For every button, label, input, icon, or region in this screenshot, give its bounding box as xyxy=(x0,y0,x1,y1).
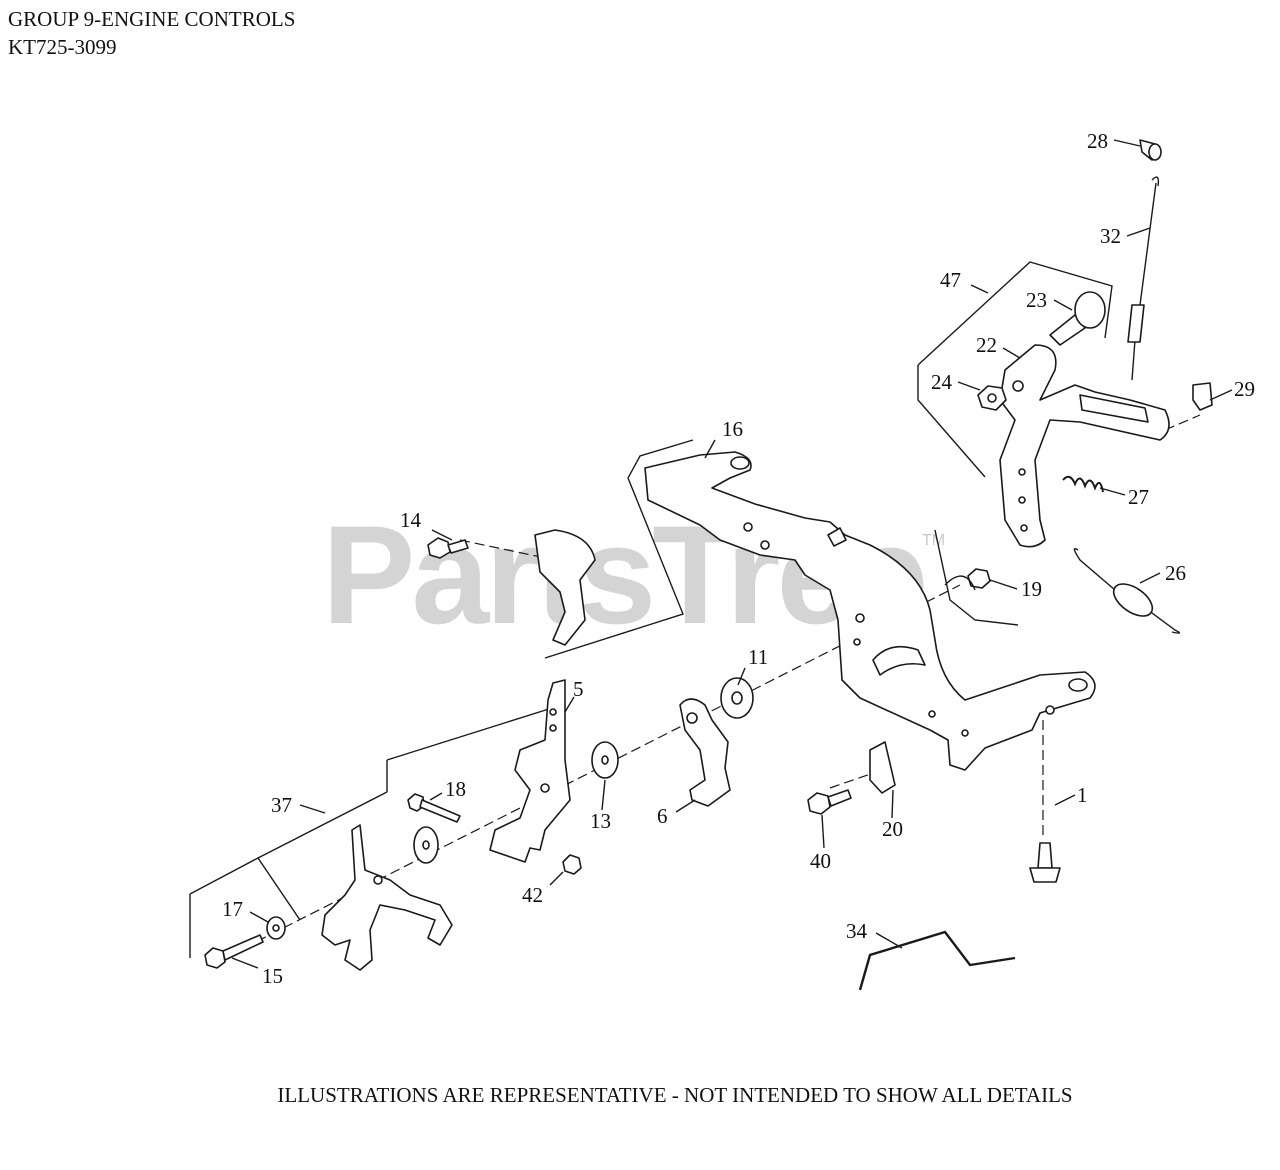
callout-28: 28 xyxy=(1087,129,1108,153)
part-32-cable xyxy=(1127,176,1160,381)
part-37-lever xyxy=(321,824,453,971)
part-28-bushing xyxy=(1139,139,1162,161)
callout-15: 15 xyxy=(262,964,283,988)
callout-16: 16 xyxy=(722,417,743,441)
group-bracket-47 xyxy=(917,261,1113,366)
callout-24: 24 xyxy=(931,370,953,394)
callout-5: 5 xyxy=(573,677,584,701)
part-15-bolt xyxy=(204,934,264,969)
callout-1: 1 xyxy=(1077,783,1088,807)
callout-22: 22 xyxy=(976,333,997,357)
callout-23: 23 xyxy=(1026,288,1047,312)
callout-26: 26 xyxy=(1165,561,1186,585)
callout-14: 14 xyxy=(400,508,422,532)
disclaimer-note: ILLUSTRATIONS ARE REPRESENTATIVE - NOT I… xyxy=(277,1083,1073,1107)
page-title: GROUP 9-ENGINE CONTROLS xyxy=(8,7,296,31)
part-18-bolt xyxy=(407,793,461,823)
part-14-bolt xyxy=(427,537,469,559)
callout-11: 11 xyxy=(748,645,768,669)
group-bracket-16 xyxy=(544,439,694,659)
callout-37: 37 xyxy=(271,793,292,817)
callout-32: 32 xyxy=(1100,224,1121,248)
part-47-throttle-lever xyxy=(999,344,1170,548)
part-23-knob xyxy=(1049,291,1106,346)
part-27-spring xyxy=(1062,475,1104,493)
callout-17: 17 xyxy=(222,897,243,921)
callout-40: 40 xyxy=(810,849,831,873)
callout-42: 42 xyxy=(522,883,543,907)
part-42-nut xyxy=(562,854,582,875)
callout-47: 47 xyxy=(940,268,961,292)
part-26-spring xyxy=(1073,548,1180,634)
part-16-control-bracket xyxy=(644,451,1096,771)
part-29-clip xyxy=(1192,382,1213,411)
part-34-rod xyxy=(858,930,1016,991)
centerline-29 xyxy=(1164,414,1201,431)
callout-18: 18 xyxy=(445,777,466,801)
part-5-lever xyxy=(489,679,571,863)
callout-6: 6 xyxy=(657,804,668,828)
callout-19: 19 xyxy=(1021,577,1042,601)
trademark-mark: TM xyxy=(922,532,946,549)
callout-34: 34 xyxy=(846,919,868,943)
callout-29: 29 xyxy=(1234,377,1255,401)
part-lever-14 xyxy=(534,529,596,646)
part-19-nut xyxy=(967,568,991,589)
part-40-bolt xyxy=(807,789,852,815)
part-1-bolt xyxy=(1029,842,1061,883)
callout-13: 13 xyxy=(590,809,611,833)
callout-27: 27 xyxy=(1128,485,1149,509)
model-number: KT725-3099 xyxy=(8,35,117,59)
part-6-lever xyxy=(679,698,731,807)
callout-20: 20 xyxy=(882,817,903,841)
part-spring-19 xyxy=(934,529,1019,626)
part-20-clip xyxy=(869,741,896,794)
